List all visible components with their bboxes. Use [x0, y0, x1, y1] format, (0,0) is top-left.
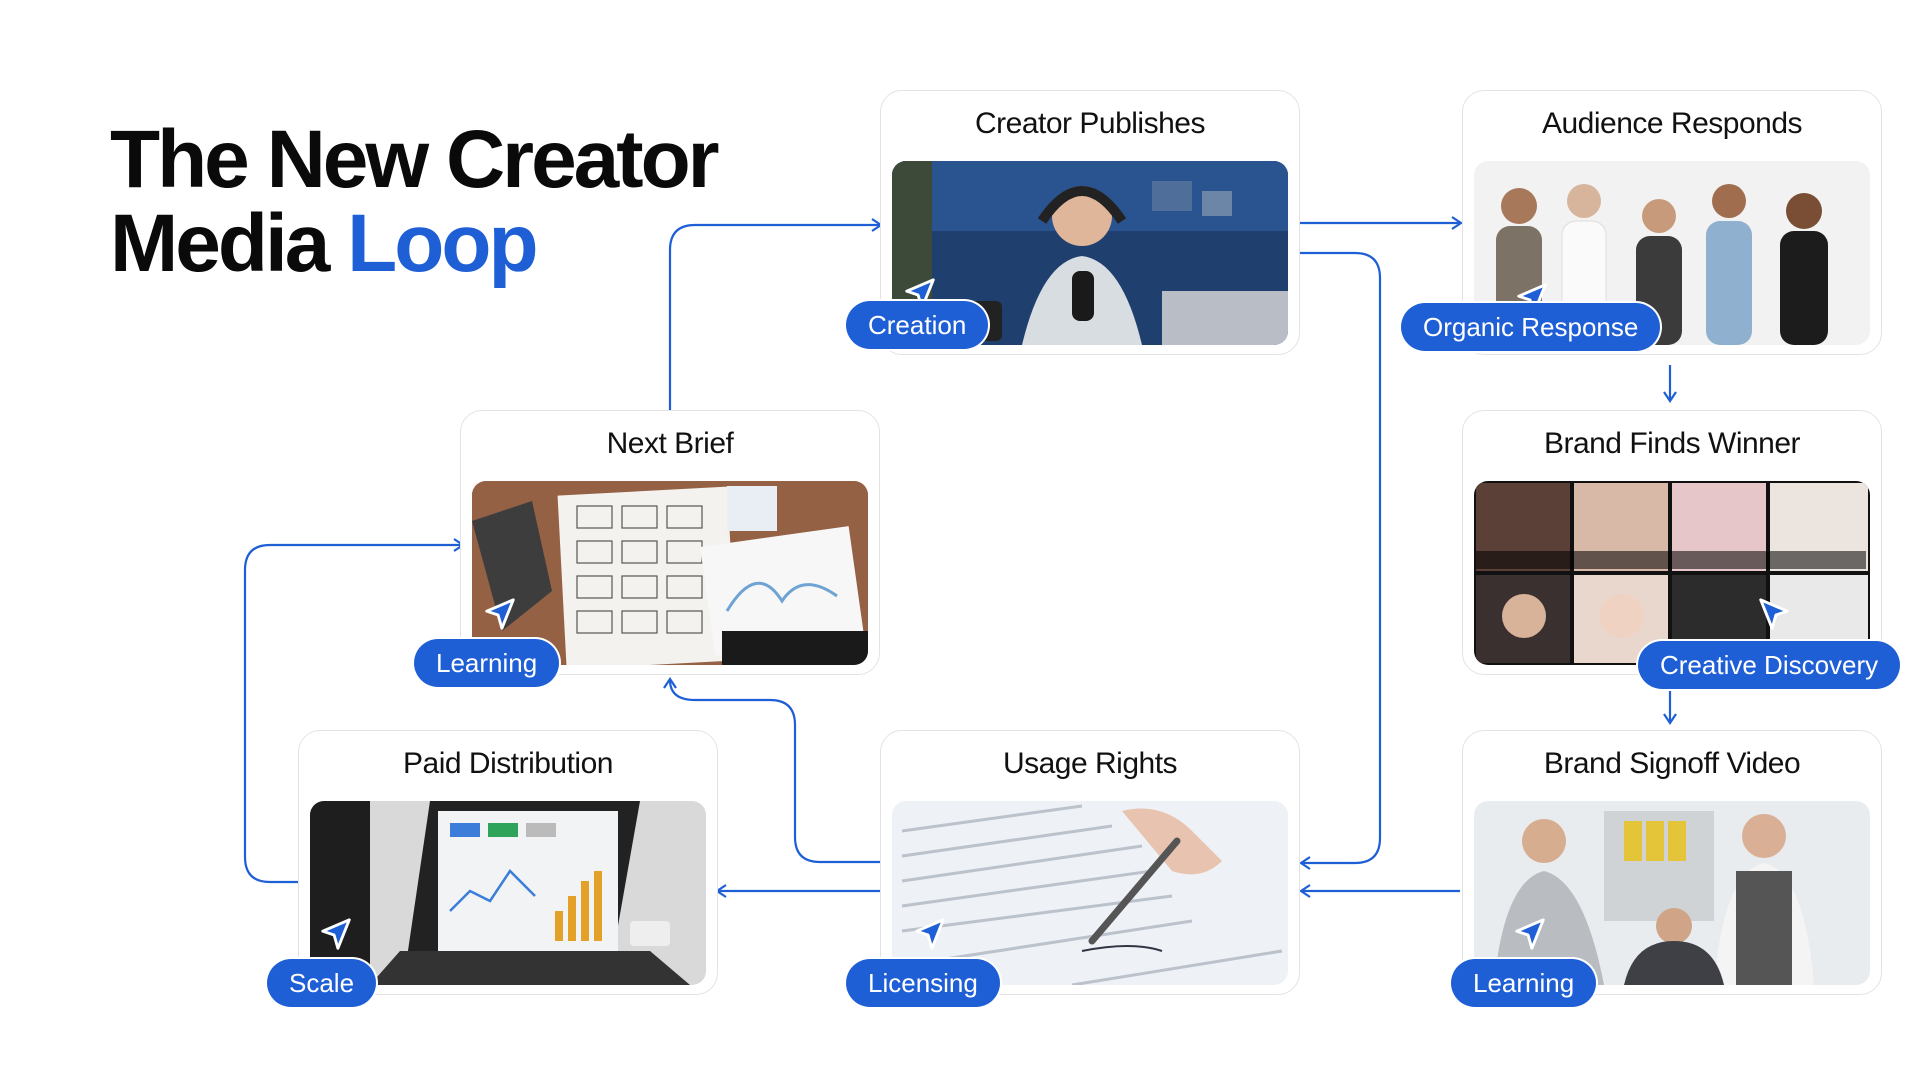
card-audience-responds[interactable]: Audience Responds Organic Response [1401, 90, 1882, 355]
pill-licensing[interactable]: Licensing [846, 959, 1000, 1007]
card-next-brief[interactable]: Next Brief Learning [414, 410, 880, 687]
title-accent: Loop [347, 198, 538, 289]
image-laptop-dashboard [310, 801, 706, 985]
card-title: Paid Distribution [403, 747, 613, 780]
card-paid-distribution[interactable]: Paid Distribution Scale [267, 730, 718, 1007]
pill-organic-response[interactable]: Organic Response [1401, 303, 1661, 351]
title-line-2: Media [110, 198, 348, 289]
card-title: Brand Finds Winner [1543, 427, 1801, 460]
card-usage-rights[interactable]: Usage Rights Licensing [846, 730, 1300, 1007]
pill-learning[interactable]: Learning [1451, 959, 1597, 1007]
card-title: Usage Rights [1002, 747, 1178, 780]
title-line-1: The New Creator [110, 114, 720, 205]
pill-learning[interactable]: Learning [414, 639, 560, 687]
card-brand-finds-winner[interactable]: Brand Finds Winner Creative Discovery [1462, 410, 1901, 689]
pill-creative-discovery[interactable]: Creative Discovery [1638, 641, 1901, 689]
card-title: Audience Responds [1541, 107, 1803, 140]
card-title: Next Brief [606, 427, 734, 460]
image-office-meeting [1474, 801, 1870, 985]
card-brand-signoff-video[interactable]: Brand Signoff Video Learning [1451, 730, 1882, 1007]
image-ugc-video-grid [1474, 481, 1870, 665]
cursor-arrow-icon [1515, 918, 1545, 950]
cursor-arrow-icon [915, 918, 945, 950]
pill-scale[interactable]: Scale [267, 959, 377, 1007]
image-signing-document [892, 801, 1288, 985]
card-creator-publishes[interactable]: Creator Publishes Creation [846, 90, 1300, 355]
cursor-arrow-icon [321, 918, 351, 950]
image-storyboard-desk [472, 481, 868, 665]
arrow-creator-to-usage-rights [1299, 251, 1382, 870]
cursor-arrow-icon [1759, 598, 1789, 630]
card-title: Creator Publishes [975, 107, 1205, 140]
cursor-arrow-icon [485, 598, 515, 630]
cursor-arrow-icon [905, 278, 935, 310]
page-title: The New Creator Media Loop [110, 118, 720, 289]
pill-creation[interactable]: Creation [846, 301, 989, 349]
card-title: Brand Signoff Video [1543, 747, 1801, 780]
